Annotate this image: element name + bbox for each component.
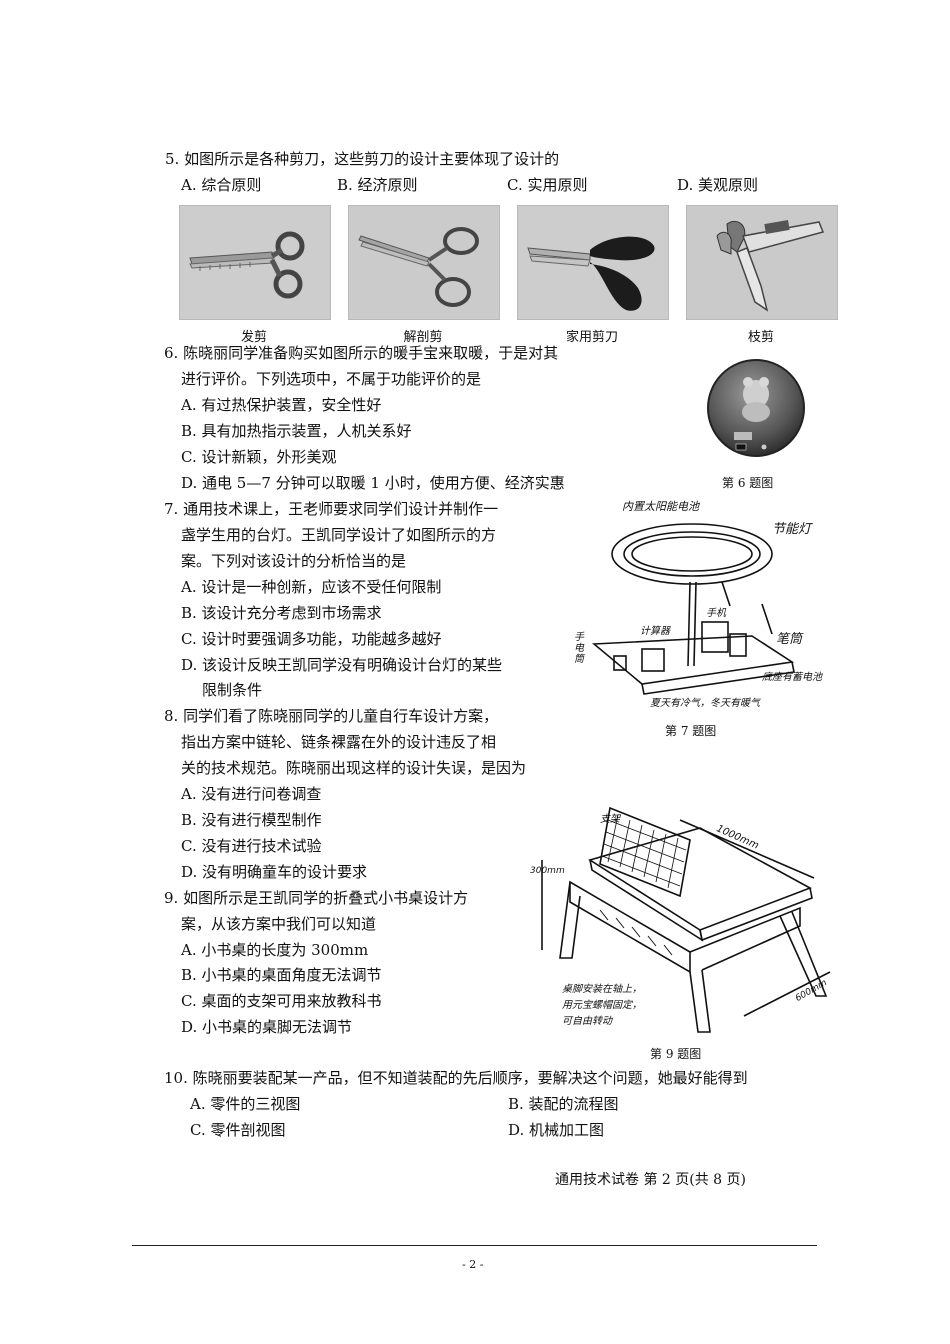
q8-option-d: D. 没有明确童车的设计要求 — [181, 863, 368, 881]
q9-option-b: B. 小书桌的桌面角度无法调节 — [181, 966, 382, 984]
q5-option-d: D. 美观原则 — [677, 176, 759, 194]
q6-figure-caption: 第 6 题图 — [722, 476, 774, 490]
q8-stem-line2: 指出方案中链轮、链条裸露在外的设计违反了相 — [181, 733, 497, 751]
q8-option-b: B. 没有进行模型制作 — [181, 811, 322, 829]
lamp-label-calculator: 计算器 — [640, 626, 670, 637]
q6-stem-line1: 6. 陈晓丽同学准备购买如图所示的暖手宝来取暖，于是对其 — [164, 344, 559, 362]
lamp-label-solar: 内置太阳能电池 — [622, 500, 699, 513]
hair-scissors-photo — [179, 205, 331, 320]
footer-page-number: - 2 - — [462, 1258, 484, 1271]
desk-label-stand: 支架 — [600, 814, 620, 825]
q9-stem-line1: 9. 如图所示是王凯同学的折叠式小书桌设计方 — [164, 889, 469, 907]
dissecting-scissors-photo — [348, 205, 500, 320]
hair-scissors-icon — [180, 206, 330, 319]
q5-option-a: A. 综合原则 — [181, 176, 262, 194]
household-scissors-icon — [518, 206, 668, 319]
q5-option-b: B. 经济原则 — [337, 176, 418, 194]
q10-stem: 10. 陈晓丽要装配某一产品，但不知道装配的先后顺序，要解决这个问题，她最好能得… — [164, 1069, 748, 1087]
q9-option-a: A. 小书桌的长度为 300mm — [181, 941, 369, 959]
dissecting-scissors-icon — [349, 206, 499, 319]
hand-warmer-image — [706, 350, 806, 464]
lamp-label-battery-base: 底座有蓄电池 — [762, 672, 822, 683]
pruning-shears-caption: 枝剪 — [747, 330, 774, 345]
q9-stem-line2: 案，从该方案中我们可以知道 — [181, 915, 377, 933]
q7-option-c: C. 设计时要强调多功能，功能越多越好 — [181, 630, 442, 648]
q7-option-a: A. 设计是一种创新，应该不受任何限制 — [181, 578, 442, 596]
q6-option-d: D. 通电 5—7 分钟可以取暖 1 小时，使用方便、经济实惠 — [181, 474, 565, 492]
desk-note-line1: 桌脚安装在轴上， — [562, 984, 642, 995]
household-scissors-photo — [517, 205, 669, 320]
folding-desk-sketch: 支架 1000mm 300mm 600mm 桌脚安装在轴上， 用元宝螺帽固定， … — [530, 800, 848, 1040]
q6-option-a: A. 有过热保护装置，安全性好 — [181, 396, 382, 414]
q9-option-d: D. 小书桌的桌脚无法调节 — [181, 1018, 353, 1036]
hand-warmer-icon — [707, 359, 805, 457]
q7-option-d-continued: 限制条件 — [202, 681, 263, 699]
q6-option-c: C. 设计新颖，外形美观 — [181, 448, 337, 466]
pruning-shears-photo — [686, 205, 838, 320]
q7-option-b: B. 该设计充分考虑到市场需求 — [181, 604, 382, 622]
q8-option-a: A. 没有进行问卷调查 — [181, 785, 322, 803]
lamp-label-bulb: 节能灯 — [772, 522, 812, 537]
q7-stem-line3: 案。下列对该设计的分析恰当的是 — [181, 552, 407, 570]
q10-option-b: B. 装配的流程图 — [508, 1095, 619, 1113]
q7-figure-caption: 第 7 题图 — [665, 724, 717, 738]
lamp-label-flashlight: 手电筒 — [574, 632, 584, 665]
q5-option-c: C. 实用原则 — [507, 176, 588, 194]
desk-label-height: 300mm — [530, 866, 565, 876]
q8-stem-line1: 8. 同学们看了陈晓丽同学的儿童自行车设计方案， — [164, 707, 499, 725]
footer-page-label: 通用技术试卷 第 2 页(共 8 页) — [555, 1172, 746, 1188]
footer-divider — [132, 1245, 817, 1246]
dissecting-scissors-caption: 解剖剪 — [403, 330, 443, 345]
q10-option-c: C. 零件剖视图 — [190, 1121, 286, 1139]
desk-note-line3: 可自由转动 — [562, 1016, 612, 1027]
pruning-shears-icon — [687, 206, 837, 319]
folding-desk-sketch-icon — [541, 806, 831, 1033]
q7-option-d: D. 该设计反映王凯同学没有明确设计台灯的某些 — [181, 656, 503, 674]
lamp-label-phone: 手机 — [706, 608, 726, 619]
q8-option-c: C. 没有进行技术试验 — [181, 837, 322, 855]
desk-lamp-sketch: 内置太阳能电池 节能灯 计算器 手机 笔筒 手电筒 底座有蓄电池 夏天有冷气，冬… — [572, 494, 854, 716]
q10-option-d: D. 机械加工图 — [508, 1121, 605, 1139]
q7-stem-line2: 盏学生用的台灯。王凯同学设计了如图所示的方 — [181, 526, 497, 544]
q10-option-a: A. 零件的三视图 — [190, 1095, 301, 1113]
q8-stem-line3: 关的技术规范。陈晓丽出现这样的设计失误，是因为 — [181, 759, 527, 777]
desk-lamp-sketch-icon — [591, 523, 795, 695]
lamp-label-pen-holder: 笔筒 — [776, 632, 803, 647]
household-scissors-caption: 家用剪刀 — [565, 330, 618, 345]
q9-option-c: C. 桌面的支架可用来放教科书 — [181, 992, 382, 1010]
desk-note-line2: 用元宝螺帽固定， — [562, 1000, 642, 1011]
q5-stem: 5. 如图所示是各种剪刀，这些剪刀的设计主要体现了设计的 — [165, 150, 560, 168]
q7-stem-line1: 7. 通用技术课上，王老师要求同学们设计并制作一 — [164, 500, 499, 518]
q6-stem-line2: 进行评价。下列选项中，不属于功能评价的是 — [181, 370, 482, 388]
q9-figure-caption: 第 9 题图 — [650, 1047, 702, 1061]
hair-scissors-caption: 发剪 — [240, 330, 267, 345]
lamp-label-climate: 夏天有冷气，冬天有暖气 — [650, 698, 760, 709]
q6-option-b: B. 具有加热指示装置，人机关系好 — [181, 422, 412, 440]
